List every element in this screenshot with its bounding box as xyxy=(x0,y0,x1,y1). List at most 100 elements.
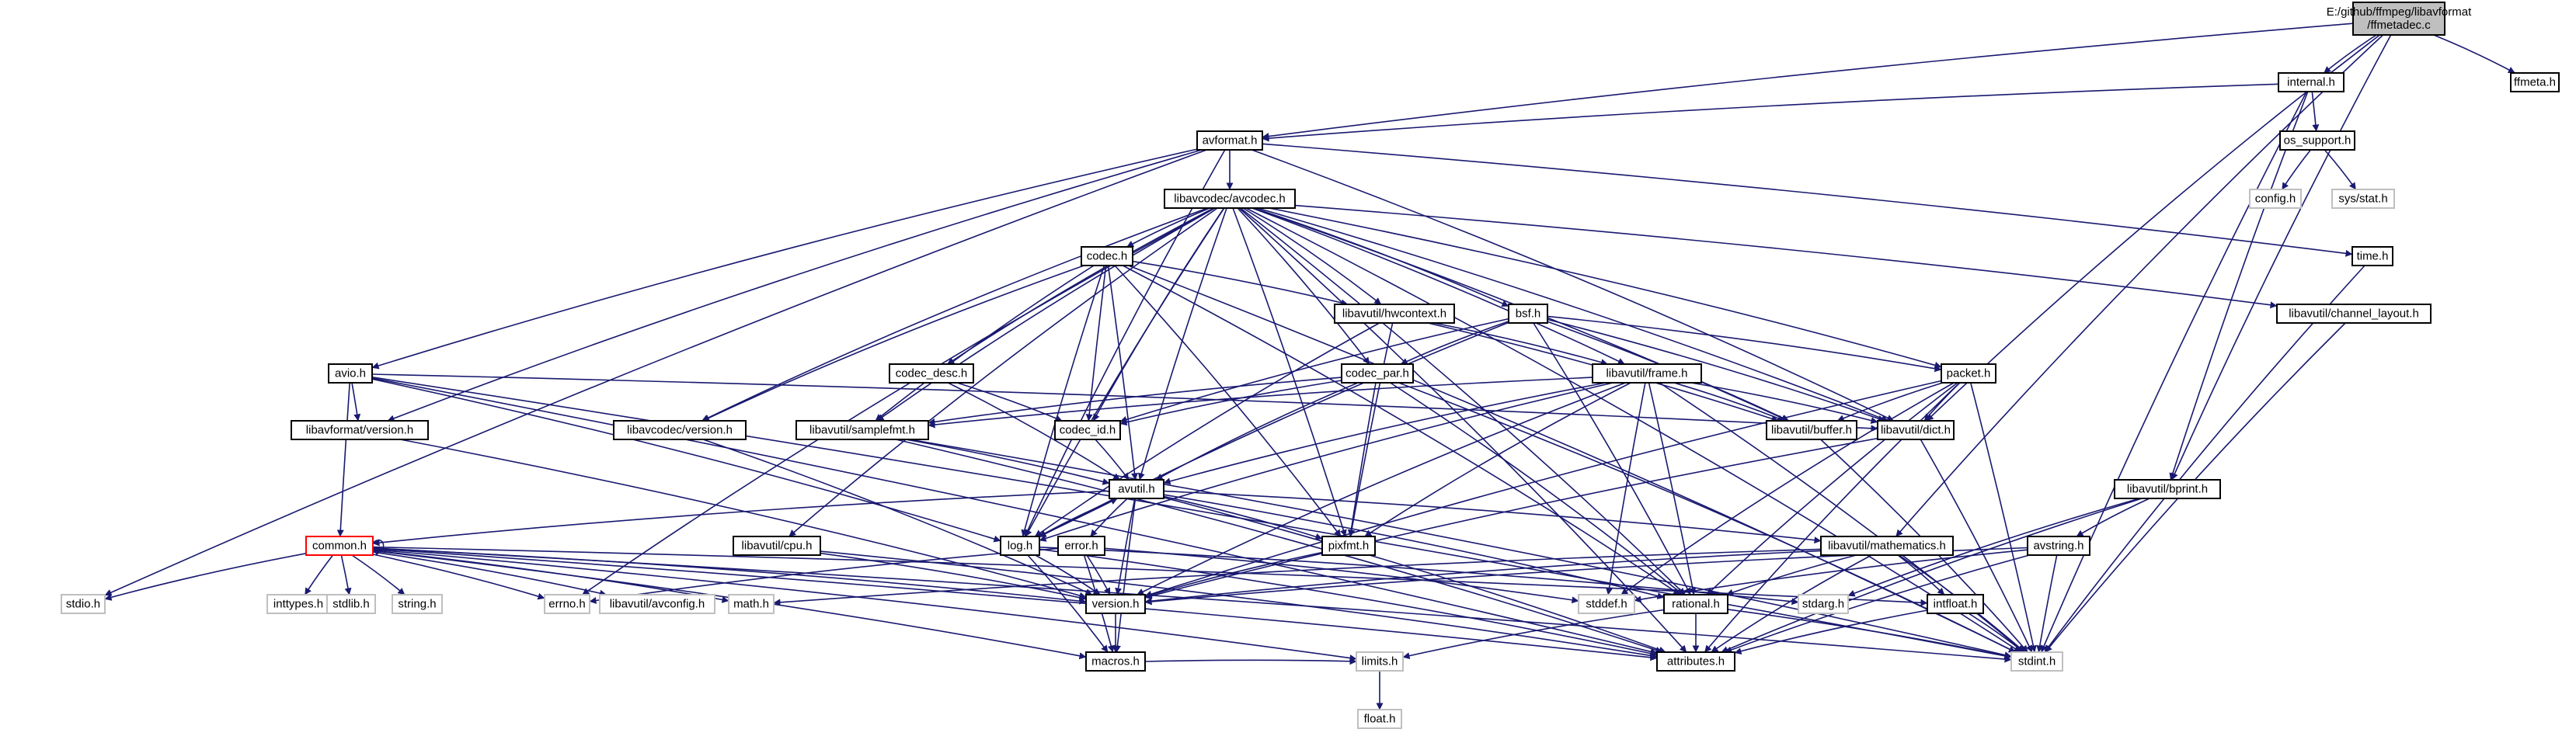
edge-root-to-internal xyxy=(2323,34,2377,74)
node-attributes[interactable]: attributes.h xyxy=(1656,651,1735,672)
edge-common-to-limits xyxy=(372,549,1357,661)
edge-avutil-to-error xyxy=(1090,498,1128,537)
node-box xyxy=(2027,536,2090,556)
node-label: version.h xyxy=(1092,598,1140,611)
edge-rational-to-stdint xyxy=(1727,609,2012,660)
node-box xyxy=(1578,594,1635,614)
node-stdint[interactable]: stdint.h xyxy=(2010,651,2063,672)
edge-avutil-to-attributes xyxy=(1163,497,1666,654)
node-log[interactable]: log.h xyxy=(1000,536,1040,556)
edge-avcodec-to-frame xyxy=(1251,207,1625,365)
node-buffer[interactable]: libavutil/buffer.h xyxy=(1766,420,1857,440)
node-stdarg[interactable]: stdarg.h xyxy=(1798,594,1849,614)
node-avio[interactable]: avio.h xyxy=(328,363,373,384)
node-root[interactable]: E:/github/ffmpeg/libavformat/ffmetadec.c xyxy=(2327,2,2472,36)
edge-packet-to-attributes xyxy=(1704,382,1961,653)
node-avutil[interactable]: avutil.h xyxy=(1109,479,1164,499)
node-common[interactable]: common.h xyxy=(305,536,374,556)
edge-mathematics-to-attributes xyxy=(1711,554,1872,653)
node-sys-stat[interactable]: sys/stat.h xyxy=(2331,189,2395,209)
node-math[interactable]: math.h xyxy=(728,594,775,614)
node-box xyxy=(2278,72,2345,92)
node-label: common.h xyxy=(312,540,367,553)
node-samplefmt[interactable]: libavutil/samplefmt.h xyxy=(795,420,929,440)
node-bprint[interactable]: libavutil/bprint.h xyxy=(2114,479,2221,499)
node-dict[interactable]: libavutil/dict.h xyxy=(1877,420,1955,440)
node-box xyxy=(1927,594,1984,614)
node-hwcontext[interactable]: libavutil/hwcontext.h xyxy=(1334,304,1455,324)
edge-hwcontext-to-frame xyxy=(1433,322,1608,366)
node-label: libavcodec/version.h xyxy=(627,424,733,437)
edge-common-to-attributes xyxy=(372,547,1658,661)
node-bsf[interactable]: bsf.h xyxy=(1508,304,1548,324)
node-label: codec_par.h xyxy=(1345,367,1409,380)
node-intfloat[interactable]: intfloat.h xyxy=(1927,594,1984,614)
node-time[interactable]: time.h xyxy=(2351,246,2393,266)
edge-root-to-ffmeta xyxy=(2433,34,2515,74)
node-label: libavutil/dict.h xyxy=(1881,424,1951,437)
node-box xyxy=(1081,246,1133,266)
node-inttypes[interactable]: inttypes.h xyxy=(266,594,330,614)
node-config[interactable]: config.h xyxy=(2249,189,2302,209)
node-label: avio.h xyxy=(335,367,366,380)
node-limits[interactable]: limits.h xyxy=(1356,651,1404,672)
node-channel-layout[interactable]: libavutil/channel_layout.h xyxy=(2276,304,2432,324)
node-avconfig[interactable]: libavutil/avconfig.h xyxy=(599,594,715,614)
node-label: avformat.h xyxy=(1203,134,1258,148)
edge-avcodec-to-avutil xyxy=(1137,207,1227,481)
edge-codec_par-to-codec_id xyxy=(1119,380,1342,426)
node-string[interactable]: string.h xyxy=(392,594,443,614)
edge-packet-to-stdint xyxy=(1970,382,2037,653)
node-ffmeta[interactable]: ffmeta.h xyxy=(2510,72,2560,92)
node-box xyxy=(599,594,715,614)
node-frame[interactable]: libavutil/frame.h xyxy=(1592,363,1702,384)
node-error[interactable]: error.h xyxy=(1057,536,1105,556)
node-box xyxy=(613,420,747,440)
node-box xyxy=(1508,304,1548,324)
node-rational[interactable]: rational.h xyxy=(1663,594,1728,614)
edge-cpu-to-attributes xyxy=(820,550,1658,659)
node-lavc-version[interactable]: libavcodec/version.h xyxy=(613,420,747,440)
node-label: libavutil/mathematics.h xyxy=(1828,540,1946,553)
node-avformat[interactable]: avformat.h xyxy=(1196,130,1263,151)
edge-rational-to-limits xyxy=(1402,609,1665,660)
node-avstring[interactable]: avstring.h xyxy=(2027,536,2090,556)
node-box xyxy=(392,594,443,614)
node-os-support[interactable]: os_support.h xyxy=(2279,130,2355,151)
node-codec-id[interactable]: codec_id.h xyxy=(1054,420,1121,440)
node-pixfmt[interactable]: pixfmt.h xyxy=(1321,536,1376,556)
node-float[interactable]: float.h xyxy=(1357,709,1402,729)
node-codec-desc[interactable]: codec_desc.h xyxy=(889,363,974,384)
node-stdio[interactable]: stdio.h xyxy=(61,594,106,614)
edge-common-to-inttypes xyxy=(304,554,334,595)
node-label: errno.h xyxy=(548,598,586,611)
edge-bsf-to-codec_id xyxy=(1119,318,1509,423)
edge-macros-to-limits xyxy=(1144,658,1357,665)
node-codec-par[interactable]: codec_par.h xyxy=(1341,363,1414,384)
node-mathematics[interactable]: libavutil/mathematics.h xyxy=(1820,536,1954,556)
node-codec[interactable]: codec.h xyxy=(1081,246,1133,266)
node-macros[interactable]: macros.h xyxy=(1085,651,1146,672)
node-box xyxy=(1798,594,1849,614)
node-errno[interactable]: errno.h xyxy=(544,594,590,614)
node-cpu[interactable]: libavutil/cpu.h xyxy=(733,536,821,556)
node-label: log.h xyxy=(1008,540,1033,553)
node-lavf-version[interactable]: libavformat/version.h xyxy=(291,420,429,440)
node-box xyxy=(291,420,429,440)
node-packet[interactable]: packet.h xyxy=(1941,363,1996,384)
edge-internal-to-stdint xyxy=(2040,91,2308,653)
node-stdlib[interactable]: stdlib.h xyxy=(326,594,376,614)
node-avcodec[interactable]: libavcodec/avcodec.h xyxy=(1164,189,1296,209)
node-label: avstring.h xyxy=(2033,540,2083,553)
node-stddef[interactable]: stddef.h xyxy=(1578,594,1635,614)
node-label: config.h xyxy=(2255,193,2296,206)
node-label: stdarg.h xyxy=(1802,598,1844,611)
edge-error-to-version xyxy=(1086,554,1111,595)
node-label: libavutil/channel_layout.h xyxy=(2289,307,2419,321)
node-internal[interactable]: internal.h xyxy=(2278,72,2345,92)
edge-avcodec-to-codec xyxy=(1126,207,1210,248)
edge-avio-to-log xyxy=(371,378,1001,543)
node-version[interactable]: version.h xyxy=(1085,594,1146,614)
edge-mathematics-to-math xyxy=(773,548,1822,606)
node-label: stddef.h xyxy=(1586,598,1627,611)
